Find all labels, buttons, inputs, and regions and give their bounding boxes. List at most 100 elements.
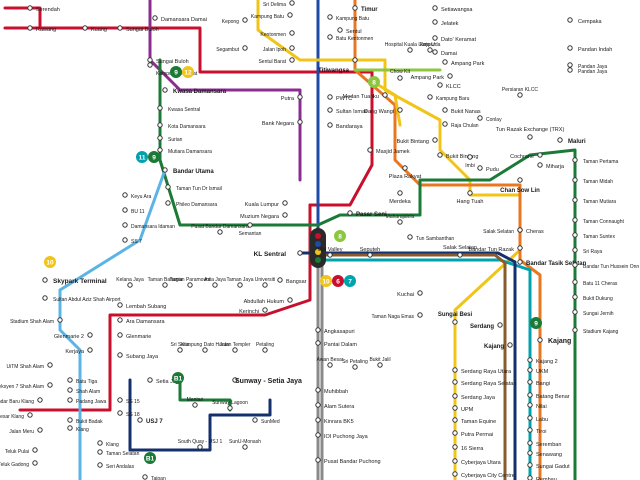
station-marker-taman-naga-emas[interactable] [417, 312, 423, 318]
station-marker-angkasapuri[interactable] [315, 327, 321, 333]
station-marker-bandar-utama[interactable] [162, 167, 168, 173]
station-marker-sg-buloh-a[interactable] [117, 25, 123, 31]
station-marker-shah-alam[interactable] [67, 387, 73, 393]
station-marker-jalan-meru[interactable] [37, 427, 43, 433]
station-marker-pasar-besar-klang[interactable] [27, 412, 33, 418]
station-marker-dato-keramat[interactable] [432, 35, 438, 41]
station-marker-kajang-a[interactable] [537, 337, 543, 343]
station-marker-bukit-bintang-b[interactable] [437, 152, 443, 158]
station-marker-damansara-damai[interactable] [152, 15, 158, 21]
station-marker-rembau[interactable] [527, 475, 533, 480]
station-marker-segambut[interactable] [242, 45, 248, 51]
station-marker-batang-benar[interactable] [527, 392, 533, 398]
station-marker-sentul-timur[interactable] [352, 5, 358, 11]
station-marker-pusat-bandar-damansara[interactable] [217, 229, 223, 235]
station-marker-serdang-raya-utara[interactable] [452, 367, 458, 373]
station-marker-ara-damansara[interactable] [117, 317, 123, 323]
station-marker-taman-midah[interactable] [572, 177, 578, 183]
station-marker-miharja[interactable] [537, 162, 543, 168]
station-marker-putra-permai[interactable] [452, 430, 458, 436]
station-marker-keyu-ara[interactable] [122, 192, 128, 198]
station-marker-petaling[interactable] [262, 347, 268, 353]
station-marker-cyberjaya-utara[interactable] [452, 458, 458, 464]
station-marker-kampung-selamat[interactable] [147, 62, 153, 68]
station-marker-uitm[interactable] [47, 362, 53, 368]
station-marker-ampang-park-b[interactable] [447, 73, 453, 79]
station-marker-ioi-puchong-jaya[interactable] [315, 432, 321, 438]
station-marker-universiti[interactable] [262, 282, 268, 288]
station-marker-mid-valley[interactable] [327, 252, 333, 258]
station-marker-pwtc[interactable] [327, 94, 333, 100]
station-marker-bank-negara[interactable] [297, 119, 303, 125]
station-marker-seremban[interactable] [527, 440, 533, 446]
station-marker-kampung-batu-b[interactable] [327, 14, 333, 20]
station-marker-taman-jaya[interactable] [237, 282, 243, 288]
station-marker-pasar-seni[interactable] [347, 210, 353, 216]
station-marker-masjid-jamek[interactable] [367, 147, 373, 153]
station-marker-kinrara-bk5[interactable] [315, 417, 321, 423]
station-marker-klang-a[interactable] [67, 425, 73, 431]
station-marker-south-quay[interactable] [197, 444, 203, 450]
station-marker-kwasa-damansara[interactable] [162, 87, 168, 93]
station-marker-bandar-tun-razak[interactable] [517, 245, 523, 251]
station-marker-kuchai[interactable] [417, 290, 423, 296]
station-marker-abdullah-hukum[interactable] [287, 297, 293, 303]
station-marker-kwasa-sentral[interactable] [157, 105, 163, 111]
station-marker-glenmarie-2[interactable] [87, 332, 93, 338]
station-marker-sungai-jernih[interactable] [572, 309, 578, 315]
station-marker-pudu[interactable] [477, 165, 483, 171]
station-marker-bangsar[interactable] [277, 277, 283, 283]
station-marker-16-sierra[interactable] [452, 444, 458, 450]
station-marker-lembah-subang[interactable] [117, 302, 123, 308]
station-marker-muzium-negara[interactable] [282, 212, 288, 218]
station-marker-pandan-indah[interactable] [567, 45, 573, 51]
station-marker-taman-connaught[interactable] [572, 217, 578, 223]
station-marker-kepong[interactable] [242, 17, 248, 23]
station-marker-kentonmen-a[interactable] [289, 30, 295, 36]
station-marker-sg-buloh-b[interactable] [147, 57, 153, 63]
station-marker-seri-andalas[interactable] [97, 462, 103, 468]
station-marker-cempaka[interactable] [567, 17, 573, 23]
station-marker-teluk-pulai[interactable] [32, 447, 38, 453]
station-marker-sri-petaling[interactable] [352, 364, 358, 370]
station-marker-persiaran-klcc[interactable] [517, 92, 523, 98]
station-marker-kl-sentral[interactable] [297, 250, 303, 256]
station-marker-padang-jawa[interactable] [67, 397, 73, 403]
station-marker-ss-15[interactable] [117, 397, 123, 403]
station-marker-dang-wangi[interactable] [397, 107, 403, 113]
station-marker-bandar-baru-klang[interactable] [37, 397, 43, 403]
station-marker-senawang[interactable] [527, 450, 533, 456]
station-marker-batu-11-cheras[interactable] [572, 279, 578, 285]
station-marker-bukit-badak[interactable] [67, 417, 73, 423]
station-marker-titiwangsa[interactable] [352, 57, 358, 63]
station-marker-surian[interactable] [157, 135, 163, 141]
station-marker-pusat-bandar-puchong[interactable] [315, 457, 321, 463]
station-marker-hang-tuah[interactable] [467, 190, 473, 196]
station-marker-chow-kit[interactable] [397, 75, 403, 81]
station-marker-raja-chulan[interactable] [442, 121, 448, 127]
station-marker-bukit-nanas[interactable] [442, 107, 448, 113]
station-marker-bukit-jalil[interactable] [377, 362, 383, 368]
station-marker-stadium-kajang[interactable] [572, 327, 578, 333]
station-marker-sri-delima[interactable] [289, 0, 295, 6]
station-marker-damai[interactable] [432, 49, 438, 55]
station-marker-taman-mutiara[interactable] [572, 197, 578, 203]
station-marker-tun-sambanthan[interactable] [407, 234, 413, 240]
station-marker-serdang-raya-selatan[interactable] [452, 379, 458, 385]
station-marker-ss-18[interactable] [117, 410, 123, 416]
station-marker-nilai[interactable] [527, 402, 533, 408]
station-marker-sunway-lagoon[interactable] [227, 405, 233, 411]
station-marker-plaza-rakyat[interactable] [402, 165, 408, 171]
station-marker-asia-jaya[interactable] [212, 282, 218, 288]
station-marker-batu-tiga[interactable] [67, 377, 73, 383]
station-marker-kerinchi[interactable] [262, 307, 268, 313]
station-marker-hkl[interactable] [407, 47, 413, 53]
station-marker-cochrane[interactable] [537, 152, 543, 158]
station-marker-alam-sutera[interactable] [315, 402, 321, 408]
station-marker-bandar-tun-hussein-onn[interactable] [572, 262, 578, 268]
station-marker-serdang-a[interactable] [497, 322, 503, 328]
station-marker-sunu-monash[interactable] [242, 444, 248, 450]
station-marker-sultan-ismail[interactable] [327, 107, 333, 113]
station-marker-bandar-tasik-selatan[interactable] [517, 259, 523, 265]
station-marker-muhibbah[interactable] [315, 387, 321, 393]
